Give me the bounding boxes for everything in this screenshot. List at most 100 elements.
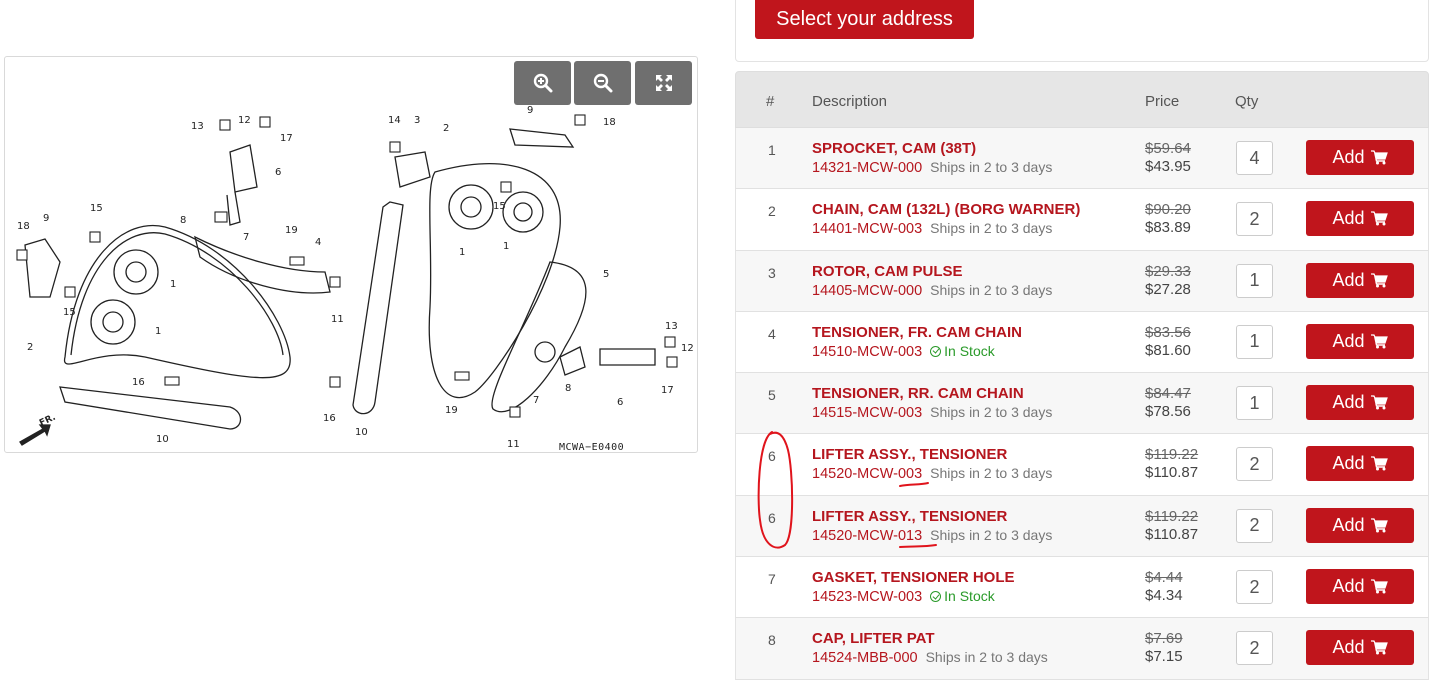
part-name-link[interactable]: TENSIONER, FR. CAM CHAIN xyxy=(812,323,1022,341)
cart-icon xyxy=(1370,150,1388,165)
add-to-cart-button[interactable]: Add xyxy=(1306,630,1414,666)
callout-1d: 1 xyxy=(503,241,509,252)
callout-2: 2 xyxy=(27,342,33,353)
zoom-in-button[interactable] xyxy=(514,61,571,105)
part-name-link[interactable]: GASKET, TENSIONER HOLE xyxy=(812,569,1015,587)
part-number-link[interactable]: 14520-MCW-003 xyxy=(812,466,923,483)
list-price: $29.33 xyxy=(1145,262,1191,280)
quantity-input[interactable] xyxy=(1236,631,1273,666)
quantity-input[interactable] xyxy=(1236,508,1273,543)
row-number: 5 xyxy=(768,387,776,404)
callout-19b: 19 xyxy=(445,405,458,416)
callout-8: 8 xyxy=(180,215,186,226)
callout-15c: 15 xyxy=(493,201,506,212)
parts-table: # Description Price Qty 1 SPROCKET, CAM … xyxy=(735,71,1429,680)
quantity-input[interactable] xyxy=(1236,447,1273,482)
quantity-input[interactable] xyxy=(1236,141,1273,175)
sale-price: $81.60 xyxy=(1145,341,1191,359)
shipping-status: Ships in 2 to 3 days xyxy=(930,465,1053,482)
row-number: 1 xyxy=(768,142,776,158)
callout-12b: 12 xyxy=(681,343,694,354)
cart-icon xyxy=(1370,518,1388,533)
part-number-link[interactable]: 14523-MCW-003 xyxy=(812,589,923,606)
add-label: Add xyxy=(1332,208,1365,229)
check-circle-icon xyxy=(930,591,942,603)
part-number-link[interactable]: 14510-MCW-003 xyxy=(812,343,923,360)
select-address-button[interactable]: Select your address xyxy=(755,0,974,39)
shipping-status: Ships in 2 to 3 days xyxy=(930,220,1053,237)
callout-18: 18 xyxy=(17,221,30,232)
callout-15b: 15 xyxy=(63,307,76,318)
part-number-link[interactable]: 14405-MCW-000 xyxy=(812,282,923,299)
list-price: $119.22 xyxy=(1145,446,1199,464)
callout-7: 7 xyxy=(243,232,249,243)
part-name-link[interactable]: CHAIN, CAM (132L) (BORG WARNER) xyxy=(812,201,1081,219)
sale-price: $43.95 xyxy=(1145,158,1191,175)
callout-1c: 1 xyxy=(459,247,465,258)
row-number: 7 xyxy=(768,571,776,588)
add-to-cart-button[interactable]: Add xyxy=(1306,385,1414,421)
part-name-link[interactable]: CAP, LIFTER PAT xyxy=(812,630,935,648)
sale-price: $78.56 xyxy=(1145,403,1191,421)
part-name-link[interactable]: ROTOR, CAM PULSE xyxy=(812,262,963,280)
list-price: $83.56 xyxy=(1145,323,1191,341)
part-name-link[interactable]: TENSIONER, RR. CAM CHAIN xyxy=(812,385,1024,403)
part-number-link[interactable]: 14515-MCW-003 xyxy=(812,405,923,422)
callout-1b: 1 xyxy=(155,326,161,337)
part-name-link[interactable]: LIFTER ASSY., TENSIONER xyxy=(812,446,1008,464)
add-to-cart-button[interactable]: Add xyxy=(1306,262,1414,298)
callout-3: 3 xyxy=(414,115,420,126)
availability-text: In Stock xyxy=(944,588,995,605)
table-row: 7 GASKET, TENSIONER HOLE 14523-MCW-003 In… xyxy=(735,557,1429,619)
table-row: 2 CHAIN, CAM (132L) (BORG WARNER) 14401-… xyxy=(735,189,1429,251)
add-to-cart-button[interactable]: Add xyxy=(1306,446,1414,482)
callout-13: 13 xyxy=(191,121,204,132)
part-name-link[interactable]: LIFTER ASSY., TENSIONER xyxy=(812,507,1008,525)
cart-icon xyxy=(1370,272,1388,288)
sale-price: $110.87 xyxy=(1145,525,1199,543)
add-to-cart-button[interactable]: Add xyxy=(1306,569,1414,605)
part-number-link[interactable]: 14401-MCW-003 xyxy=(812,221,923,238)
exploded-view-drawing: 13 12 17 6 9 15 18 8 7 19 4 1 15 1 2 11 … xyxy=(16,105,694,450)
callout-17b: 17 xyxy=(661,385,674,396)
table-header: # Description Price Qty xyxy=(735,71,1429,128)
quantity-input[interactable] xyxy=(1236,263,1273,298)
add-label: Add xyxy=(1332,392,1365,413)
fullscreen-button[interactable] xyxy=(635,61,692,105)
add-to-cart-button[interactable]: Add xyxy=(1306,201,1414,237)
callout-10b: 10 xyxy=(355,427,368,438)
check-circle-icon xyxy=(930,345,942,357)
add-to-cart-button[interactable]: Add xyxy=(1306,140,1414,175)
parts-diagram[interactable]: 13 12 17 6 9 15 18 8 7 19 4 1 15 1 2 11 … xyxy=(4,56,698,453)
in-stock-status: In Stock xyxy=(930,343,995,359)
callout-6: 6 xyxy=(275,167,281,178)
zoom-out-button[interactable] xyxy=(574,61,631,105)
callout-5: 5 xyxy=(603,269,609,280)
callout-18b: 18 xyxy=(603,117,616,128)
quantity-input[interactable] xyxy=(1236,570,1273,605)
add-label: Add xyxy=(1332,576,1365,597)
part-number-link[interactable]: 14321-MCW-000 xyxy=(812,160,923,176)
part-name-link[interactable]: SPROCKET, CAM (38T) xyxy=(812,140,977,157)
table-row: 5 TENSIONER, RR. CAM CHAIN 14515-MCW-003… xyxy=(735,373,1429,435)
part-number-link[interactable]: 14520-MCW-013 xyxy=(812,527,923,544)
callout-11: 11 xyxy=(331,314,344,325)
add-label: Add xyxy=(1332,269,1365,290)
part-number-link[interactable]: 14524-MBB-000 xyxy=(812,650,918,667)
add-label: Add xyxy=(1332,453,1365,474)
row-number: 4 xyxy=(768,325,776,342)
add-to-cart-button[interactable]: Add xyxy=(1306,507,1414,543)
quantity-input[interactable] xyxy=(1236,386,1273,421)
quantity-input[interactable] xyxy=(1236,324,1273,359)
add-to-cart-button[interactable]: Add xyxy=(1306,323,1414,359)
quantity-input[interactable] xyxy=(1236,202,1273,237)
callout-16b: 16 xyxy=(323,413,336,424)
